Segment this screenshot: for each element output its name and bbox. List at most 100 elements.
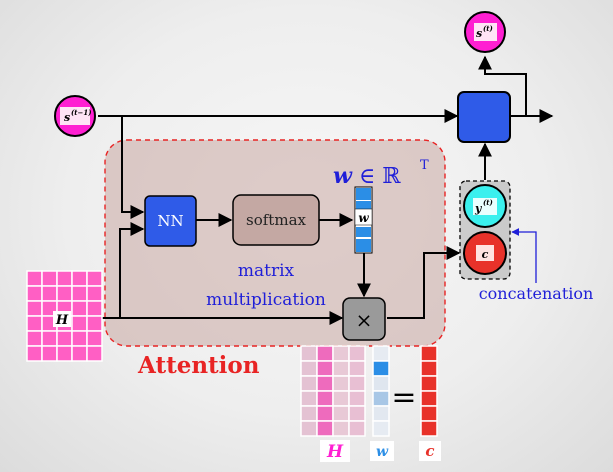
w-eq-base: w [333,163,353,189]
h-matrix-cell [56,330,73,347]
bottom-c-cell [420,420,438,437]
h-matrix-cell [86,315,103,332]
bottom-h-cell [300,360,318,377]
multiply-symbol: × [356,308,373,332]
w-vector: w [354,186,373,254]
h-matrix-cell [86,270,103,287]
multiply-box: × [342,297,386,341]
bottom-h-cell [300,345,318,362]
svg-text:w ∈ ℝ: w ∈ ℝ [333,163,401,189]
equals-sign: = [391,380,416,415]
bottom-h-cell [300,375,318,392]
bottom-h-cell [332,345,350,362]
bottom-h-cell [316,390,334,407]
h-matrix-cell [41,270,58,287]
bottom-w-cell [372,375,390,392]
bottom-h-cell [348,360,366,377]
softmax-label: softmax [246,211,306,229]
bottom-c-label: c [425,442,434,460]
h-matrix-cell [71,345,88,362]
bottom-w-vector [372,345,390,437]
bottom-h-label: H [326,442,344,462]
c-node: c [463,231,507,275]
h-matrix-cell [56,285,73,302]
h-matrix-label: H [55,313,69,328]
nn-label: NN [157,212,183,230]
h-matrix-cell [86,330,103,347]
bottom-w-label: w [376,444,389,460]
h-matrix-cell [41,285,58,302]
h-matrix-cell [56,270,73,287]
bottom-h-cell [348,390,366,407]
w-vector-label: w [358,211,369,225]
matrix-label-line2: multiplication [206,290,326,310]
bottom-h-cell [348,345,366,362]
y-label: y [474,202,483,215]
bottom-w-cell [372,420,390,437]
h-matrix-cell [41,345,58,362]
bottom-c-cell [420,360,438,377]
bottom-c-cell [420,390,438,407]
h-matrix-cell [26,270,43,287]
c-label: c [482,248,489,261]
h-matrix-cell [26,315,43,332]
h-matrix-cell [71,300,88,317]
bottom-h-cell [300,390,318,407]
concatenation-label: concatenation [479,284,594,303]
s-prev-label: s [64,111,70,124]
bottom-c-cell [420,375,438,392]
h-matrix-cell [71,285,88,302]
bottom-h-cell [348,375,366,392]
s-next-sup: (t) [483,24,493,33]
h-matrix-cell [86,345,103,362]
bottom-c-vector [420,345,438,437]
attention-label: Attention [137,352,260,379]
bottom-h-cell [348,420,366,437]
bottom-h-cell [332,405,350,422]
h-matrix-cell [26,300,43,317]
s-prev-node: s (t−1) [54,95,96,137]
bottom-h-cell [300,405,318,422]
nn-box: NN [144,195,197,247]
h-matrix-cell [71,330,88,347]
bottom-h-label-box: H [320,440,350,462]
h-matrix-cell [71,315,88,332]
matrix-label-line1: matrix [238,261,295,281]
bottom-h-cell [348,405,366,422]
bottom-h-cell [332,375,350,392]
h-matrix-cell [26,345,43,362]
bottom-h-cell [316,360,334,377]
s-next-node: s (t) [464,11,506,53]
w-domain-label: w ∈ ℝ T [333,158,429,189]
bottom-c-cell [420,405,438,422]
w-eq-sup: T [420,158,429,173]
h-matrix-cell [26,330,43,347]
h-matrix-label-box: H [53,311,71,328]
bottom-w-cell [372,390,390,407]
h-matrix-cell [86,300,103,317]
bottom-h-cell [300,420,318,437]
bottom-c-cell [420,345,438,362]
s-next-label: s [476,27,482,40]
bottom-w-label-box: w [370,441,394,461]
softmax-box: softmax [232,194,320,246]
output-cell-box [457,91,511,143]
y-sup: (t) [483,198,493,207]
bottom-h-cell [316,345,334,362]
bottom-h-cell [332,360,350,377]
bottom-h-cell [316,420,334,437]
bottom-h-cell [316,405,334,422]
connections [98,55,554,325]
bottom-w-cell [372,345,390,362]
bottom-h-cell [316,375,334,392]
h-matrix-cell [41,330,58,347]
bottom-w-cell [372,405,390,422]
bottom-h-matrix [300,345,366,437]
s-prev-sup: (t−1) [71,108,92,117]
y-node: y (t) [463,184,507,228]
bottom-h-cell [332,420,350,437]
bottom-c-label-box: c [419,441,441,461]
bottom-w-cell [372,360,390,377]
h-matrix-cell [26,285,43,302]
h-matrix-cell [71,270,88,287]
